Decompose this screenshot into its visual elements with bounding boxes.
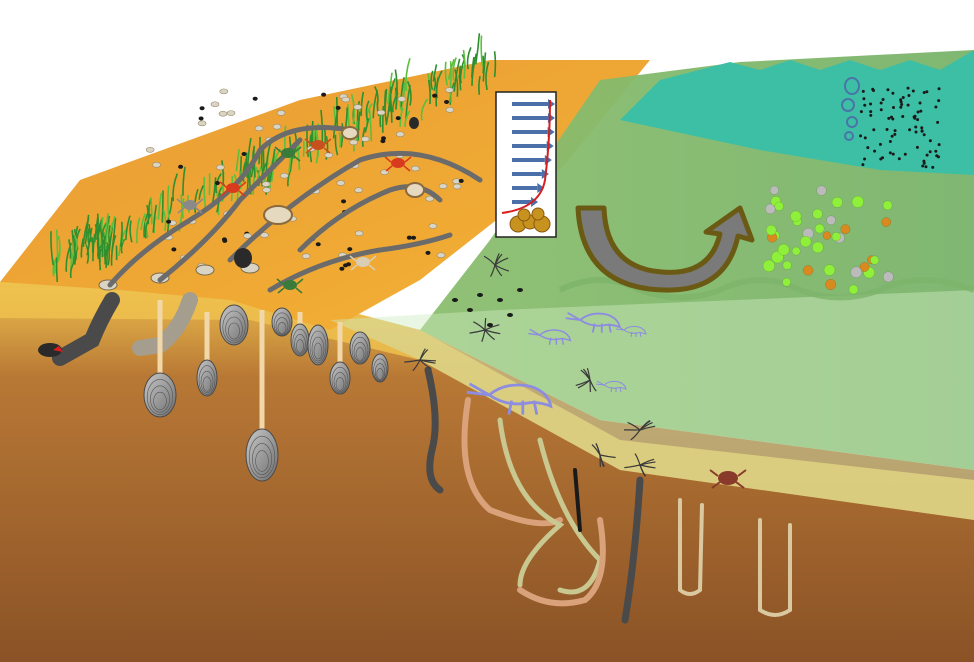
water-front-glass bbox=[330, 290, 974, 520]
crab-water bbox=[709, 469, 747, 489]
exchange-arrow bbox=[575, 205, 755, 293]
sandflat-surface bbox=[0, 60, 650, 330]
crabs bbox=[176, 138, 412, 294]
tube-worm-tufts bbox=[404, 253, 656, 477]
worm-tubes bbox=[424, 366, 792, 624]
snails bbox=[234, 117, 425, 268]
shrimp bbox=[466, 312, 647, 415]
sediment-band bbox=[0, 282, 974, 520]
suspended-particles bbox=[762, 185, 894, 295]
seagrass-meadow bbox=[50, 33, 497, 282]
water-particles bbox=[859, 86, 941, 169]
sediment-body bbox=[0, 282, 974, 662]
water-teal bbox=[620, 50, 974, 175]
bivalves bbox=[143, 300, 389, 482]
flow-profile-inset bbox=[495, 91, 557, 238]
crab-burrows bbox=[98, 87, 464, 291]
bubbles bbox=[841, 77, 860, 141]
pellets bbox=[452, 288, 523, 327]
